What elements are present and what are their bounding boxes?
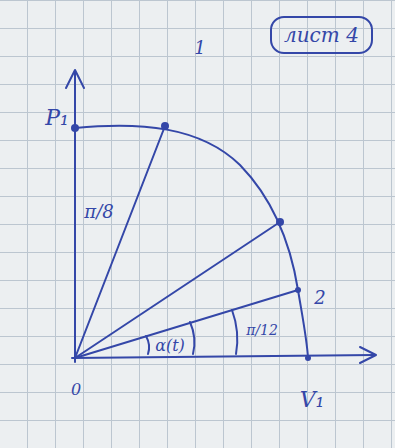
pressure-axis (74, 72, 76, 362)
point-label: 2 (314, 288, 325, 308)
axis-arrow (360, 347, 376, 363)
point-label: 1 (194, 38, 205, 58)
sheet-number: лист 4 (284, 24, 359, 46)
origin-label: 0 (71, 381, 81, 399)
angle-label: π/12 (246, 323, 278, 338)
sheet-tag: лист 4 (270, 16, 373, 54)
angle-label: α(t) (155, 337, 185, 355)
arc (75, 126, 308, 358)
axis-arrow (66, 70, 84, 88)
angle-label: π/8 (84, 202, 113, 222)
radius-line (75, 290, 298, 358)
point (276, 218, 284, 226)
angle-arc (190, 322, 194, 354)
point (161, 122, 169, 130)
axis-label: V₁ (300, 388, 325, 412)
point (305, 355, 311, 361)
radius-line (75, 222, 280, 358)
point (71, 124, 79, 132)
axis-label: P₁ (45, 106, 69, 130)
volume-axis (72, 355, 375, 358)
angle-arc (146, 336, 149, 354)
angle-arc (232, 310, 237, 354)
point (295, 287, 301, 293)
radius-line (75, 126, 165, 358)
